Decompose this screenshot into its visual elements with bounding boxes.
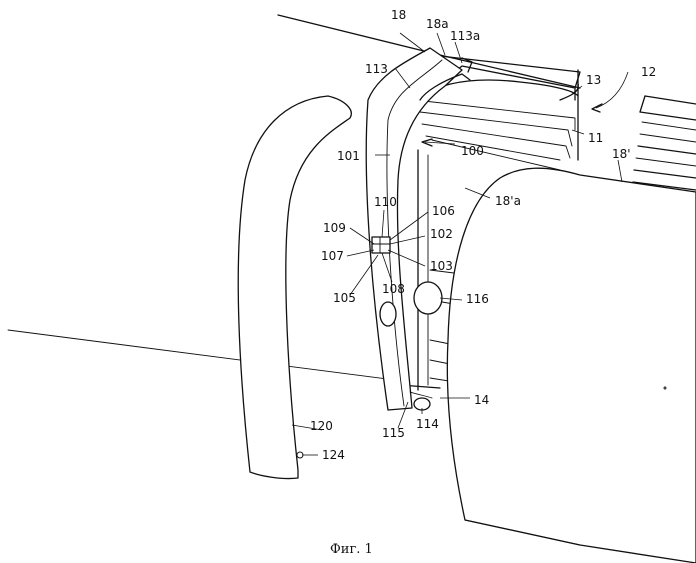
- label-101: 101: [337, 149, 360, 163]
- label-106: 106: [432, 204, 455, 218]
- label-12: 12: [641, 65, 656, 79]
- cover-panel-18prime: [447, 168, 696, 563]
- label-105: 105: [333, 291, 356, 305]
- clip-120: [238, 96, 351, 479]
- label-103: 103: [430, 259, 453, 273]
- label-109: 109: [323, 221, 346, 235]
- adjacent-profile-12: [633, 96, 696, 190]
- label-13: 13: [586, 73, 601, 87]
- label-110: 110: [374, 195, 397, 209]
- label-115: 115: [382, 426, 405, 440]
- label-113a: 113a: [450, 29, 480, 43]
- label-18-prime: 18': [612, 147, 631, 161]
- label-107: 107: [321, 249, 344, 263]
- label-116: 116: [466, 292, 489, 306]
- label-18: 18: [391, 8, 406, 22]
- figure-caption: Фиг. 1: [330, 542, 373, 557]
- label-14: 14: [474, 393, 489, 407]
- label-120: 120: [310, 419, 333, 433]
- label-18-prime-a: 18'a: [495, 194, 521, 208]
- label-124: 124: [322, 448, 345, 462]
- label-108: 108: [382, 282, 405, 296]
- label-102: 102: [430, 227, 453, 241]
- label-113: 113: [365, 62, 388, 76]
- label-18a: 18a: [426, 17, 449, 31]
- label-11: 11: [588, 131, 603, 145]
- label-100: 100: [461, 144, 484, 158]
- label-114: 114: [416, 417, 439, 431]
